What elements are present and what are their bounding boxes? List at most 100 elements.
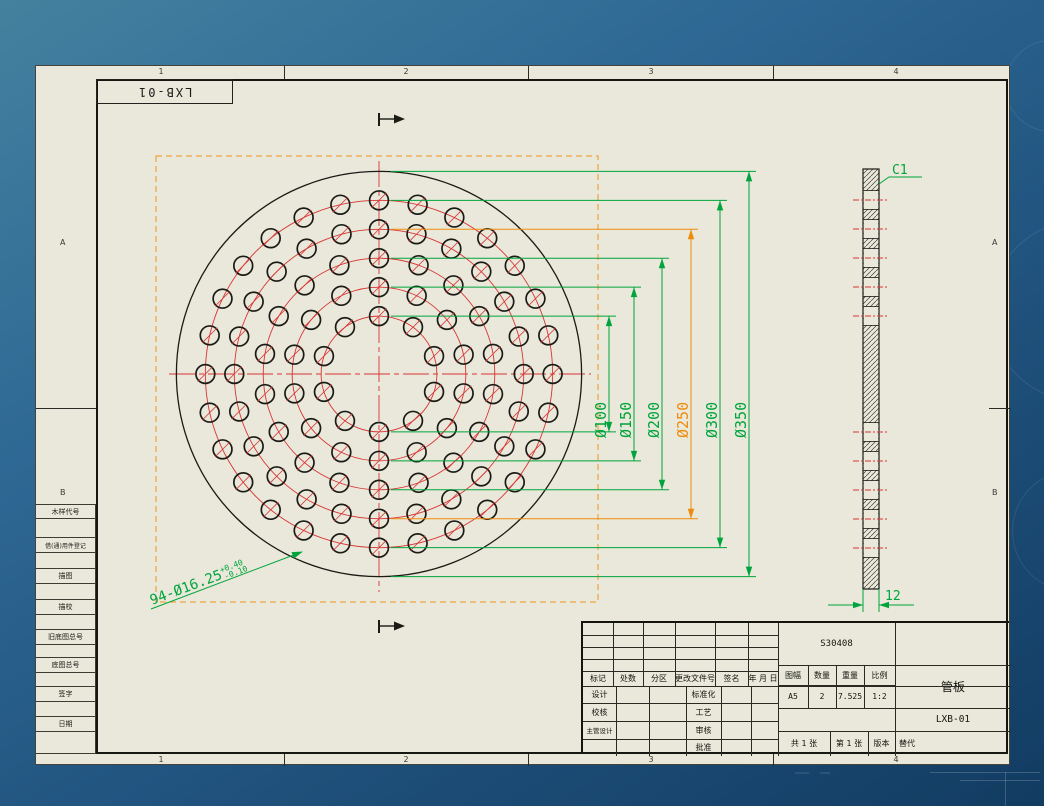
title-block-line [778, 685, 895, 686]
wallpaper-decoration [820, 772, 830, 774]
dim-arrow [631, 451, 637, 461]
dim-arrow [688, 509, 694, 519]
hole-center-slash [263, 502, 278, 517]
hole-center-slash [202, 405, 217, 420]
diameter-dim-label: Ø200 [645, 402, 663, 438]
wallpaper-decoration [1012, 470, 1044, 592]
title-block-line [583, 739, 778, 740]
sign-label: 校核 [583, 703, 616, 721]
hole-center-slash [232, 329, 247, 344]
hole-center-slash [332, 258, 347, 273]
title-block-line [583, 686, 1011, 687]
hole-center-slash [410, 197, 425, 212]
title-block-line [778, 708, 1011, 709]
title-block-line [778, 665, 1011, 666]
diameter-dim-label: Ø250 [674, 402, 692, 438]
diameter-dim-label: Ø300 [703, 402, 721, 438]
hole-center-slash [541, 328, 556, 343]
dim-arrow [746, 567, 752, 577]
dim-arrow [631, 287, 637, 297]
hole-center-slash [409, 288, 424, 303]
hole-center-slash [333, 536, 348, 551]
hole-center-slash [497, 294, 512, 309]
title-block-line [778, 623, 779, 756]
hole-center-slash [246, 294, 261, 309]
hole-center-slash [296, 210, 311, 225]
hole-center-slash [236, 475, 251, 490]
hole-center-slash [257, 346, 272, 361]
hole-center-slash [507, 258, 522, 273]
hole-center-slash [446, 455, 461, 470]
hole-center-slash [480, 231, 495, 246]
replace-label: 替代 [895, 731, 1015, 756]
hole-center-slash [447, 523, 462, 538]
dim-arrow [659, 480, 665, 490]
hole-center-slash [263, 231, 278, 246]
hole-center-slash [215, 291, 230, 306]
hole-center-slash [232, 404, 247, 419]
hole-center-slash [405, 320, 420, 335]
hole-center-slash [334, 227, 349, 242]
sheet-total: 共 1 张 [778, 731, 830, 756]
hole-center-slash [334, 506, 349, 521]
scale-value: 1:2 [864, 685, 895, 708]
sign-label: 批准 [686, 739, 721, 756]
hole-center-slash [271, 424, 286, 439]
dim-arrow [717, 200, 723, 210]
hole-center-slash [316, 349, 331, 364]
drawing-number: LXB-01 [895, 708, 1011, 731]
title-block-header: 处数 [613, 671, 643, 686]
title-block-header: 分区 [643, 671, 675, 686]
hole-center-slash [337, 320, 352, 335]
hole-center-slash [271, 309, 286, 324]
title-block-line [613, 623, 614, 686]
wallpaper-decoration [930, 772, 1040, 773]
diameter-dim-label: Ø150 [617, 402, 635, 438]
hole-center-slash [511, 404, 526, 419]
hole-center-slash [287, 347, 302, 362]
hole-center-slash [334, 288, 349, 303]
hole-center-slash [528, 291, 543, 306]
info-header: 数量 [808, 665, 836, 685]
wallpaper-decoration [795, 772, 809, 774]
hole-center-slash [528, 442, 543, 457]
drawing-sheet: LXB-01 11223344AABB 木样代号借(通)用件登记描图描校旧底图总… [35, 65, 1010, 765]
hole-center-slash [511, 329, 526, 344]
hole-center-slash [334, 445, 349, 460]
hole-center-slash [426, 349, 441, 364]
title-block-header: 更改文件号 [675, 671, 715, 686]
dim-arrow [606, 316, 612, 326]
hole-center-slash [202, 328, 217, 343]
thickness-dim-label: 12 [885, 589, 901, 604]
dim-arrow [688, 229, 694, 239]
title-block-line [583, 647, 778, 648]
hole-center-slash [439, 312, 454, 327]
title-block-line [830, 731, 831, 756]
hole-center-slash [296, 523, 311, 538]
hole-center-slash [444, 492, 459, 507]
hole-center-slash [304, 312, 319, 327]
title-block-line [715, 623, 716, 686]
title-block-line [868, 731, 869, 756]
sign-label: 工艺 [686, 703, 721, 721]
version-label: 版本 [868, 731, 895, 756]
dim-arrow [853, 602, 863, 608]
info-header: 图幅 [778, 665, 808, 685]
hole-center-slash [411, 258, 426, 273]
title-block-line [895, 623, 896, 756]
hole-center-slash [410, 536, 425, 551]
hole-center-slash [426, 384, 441, 399]
sheet-size-value: A5 [778, 685, 808, 708]
sign-label: 标准化 [686, 686, 721, 703]
hole-center-slash [287, 386, 302, 401]
hole-center-slash [333, 197, 348, 212]
title-block-header: 签名 [715, 671, 748, 686]
hole-center-slash [507, 475, 522, 490]
section-arrow [394, 115, 405, 124]
title-block-header: 年 月 日 [748, 671, 778, 686]
diameter-dim-label: Ø350 [732, 402, 750, 438]
hole-center-slash [257, 387, 272, 402]
title-block-line [583, 703, 778, 704]
title-block-line [643, 623, 644, 686]
hole-center-slash [541, 405, 556, 420]
